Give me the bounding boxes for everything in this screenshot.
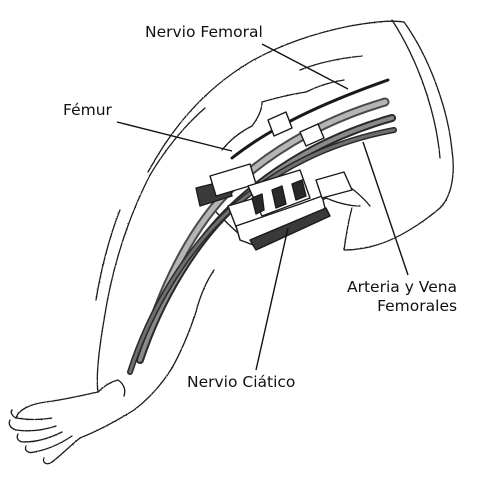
- label-femur: Fémur: [63, 101, 112, 120]
- leader-nervio-ciatico: [256, 228, 288, 370]
- leader-arteria-vena: [363, 142, 408, 275]
- label-nervio-femoral: Nervio Femoral: [145, 23, 263, 42]
- label-arteria-vena-line2: Femorales: [347, 297, 457, 316]
- leg-outline: [9, 20, 453, 464]
- label-arteria-vena-femorales: Arteria y Vena Femorales: [347, 278, 457, 316]
- leader-nervio-femoral: [262, 44, 348, 89]
- label-nervio-ciatico: Nervio Ciático: [187, 373, 295, 392]
- leader-femur: [117, 122, 232, 151]
- label-arteria-vena-line1: Arteria y Vena: [347, 278, 457, 296]
- retracted-muscle-blocks: [196, 112, 352, 250]
